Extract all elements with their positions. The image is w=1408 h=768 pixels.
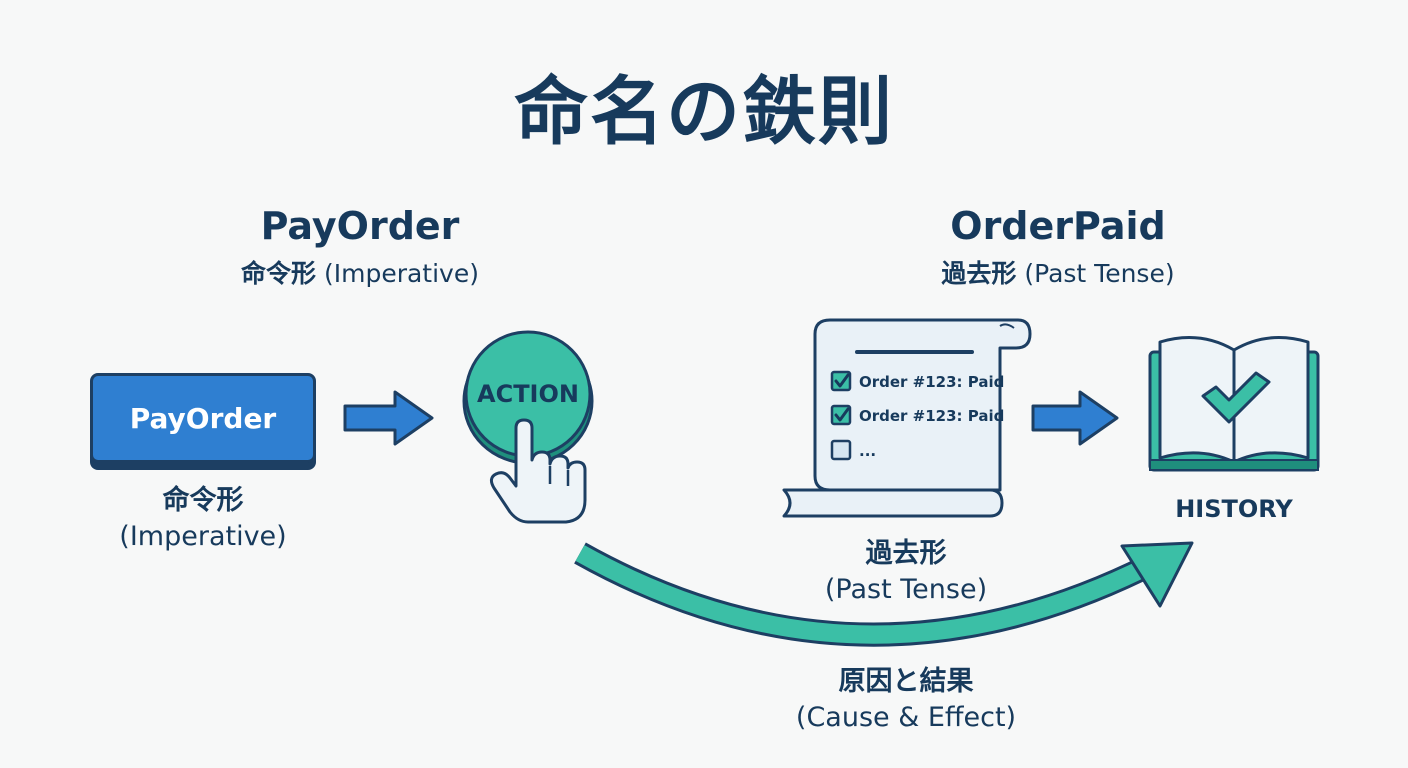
imperative-heading: PayOrder xyxy=(260,204,460,248)
past-tense-subheading-en: (Past Tense) xyxy=(1024,259,1175,288)
checkbox-empty-icon xyxy=(830,439,852,461)
imperative-caption-en: (Imperative) xyxy=(119,521,287,553)
action-button[interactable]: ACTION xyxy=(462,330,594,465)
imperative-subheading-en: (Imperative) xyxy=(323,259,479,288)
pointing-hand-icon xyxy=(489,418,587,524)
past-tense-caption-jp: 過去形 xyxy=(865,538,947,569)
curved-arrow-icon xyxy=(574,541,1194,647)
imperative-caption-jp: 命令形 xyxy=(162,485,244,516)
cause-effect-caption: 原因と結果 (Cause & Effect) xyxy=(756,664,1056,737)
history-book-icon xyxy=(1148,336,1320,472)
past-tense-heading: OrderPaid xyxy=(950,204,1166,248)
imperative-subheading-jp: 命令形 xyxy=(241,259,317,288)
cause-effect-caption-jp: 原因と結果 xyxy=(838,666,974,697)
past-tense-subheading-jp: 過去形 xyxy=(941,259,1017,288)
cause-effect-caption-en: (Cause & Effect) xyxy=(795,702,1017,734)
scroll-document-icon: Order #123: Paid Order #123: Paid ... xyxy=(782,318,1032,518)
payorder-button[interactable]: PayOrder xyxy=(90,373,316,463)
arrow-right-icon xyxy=(1031,390,1119,446)
scroll-item: Order #123: Paid xyxy=(859,407,1004,425)
past-tense-caption-en: (Past Tense) xyxy=(824,574,988,606)
checkmark-icon xyxy=(1201,371,1271,424)
page-title: 命名の鉄則 xyxy=(514,69,894,155)
past-tense-subheading: 過去形 (Past Tense) xyxy=(858,254,1258,290)
imperative-subheading: 命令形 (Imperative) xyxy=(160,254,560,290)
scroll-item: Order #123: Paid xyxy=(859,373,1004,391)
scroll-item: ... xyxy=(859,442,876,460)
imperative-caption: 命令形 (Imperative) xyxy=(103,483,303,556)
past-tense-caption: 過去形 (Past Tense) xyxy=(806,536,1006,609)
arrow-right-icon xyxy=(343,390,434,446)
history-label: HISTORY xyxy=(1175,495,1293,523)
action-label: ACTION xyxy=(477,380,579,408)
